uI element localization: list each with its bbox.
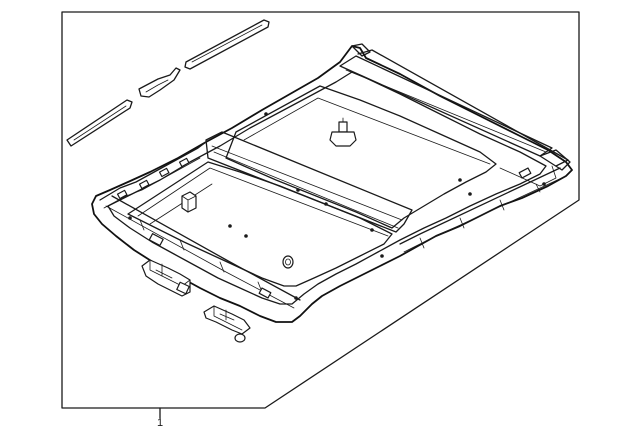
left-side-rail	[105, 195, 301, 309]
deflector-strip-left	[66, 99, 133, 147]
front-rail-brackets	[116, 157, 532, 299]
mounting-holes	[128, 112, 546, 300]
rear-rail	[339, 49, 569, 187]
diagram-border	[61, 11, 580, 409]
deflector-strip-top	[184, 19, 270, 70]
drive-motor	[141, 259, 191, 297]
center-cross-rail	[205, 131, 413, 233]
drain-grommet	[282, 255, 294, 269]
panel-clip	[181, 191, 197, 213]
front-rail	[99, 141, 207, 209]
callout-1: 1	[157, 407, 163, 427]
deflector-bracket	[138, 67, 181, 98]
callout-label: 1	[157, 417, 163, 427]
glass-panel-rear	[225, 85, 497, 229]
center-stud	[329, 117, 357, 147]
sunshade-motor	[203, 305, 251, 343]
right-side-rail	[399, 167, 567, 253]
rear-corner-brackets	[351, 43, 571, 171]
